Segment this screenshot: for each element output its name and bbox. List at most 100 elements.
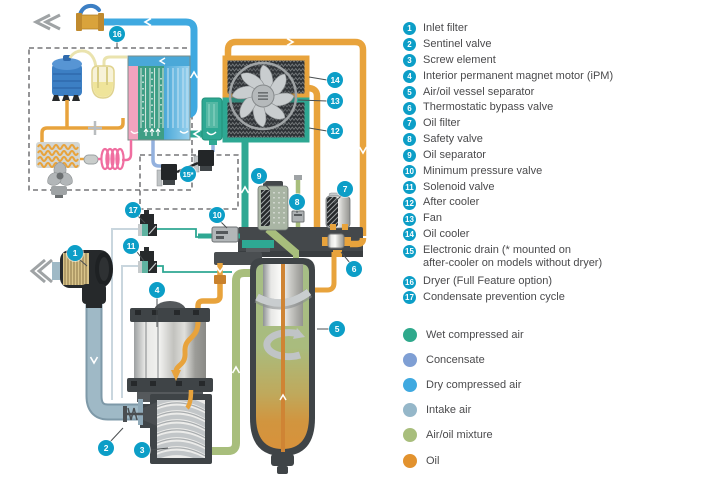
- flow-label: Oil: [426, 454, 440, 467]
- control-lines: [111, 228, 232, 400]
- legend-number-badge: 14: [403, 228, 416, 242]
- drain-boundary: [139, 154, 239, 210]
- solenoid-valve-17: [138, 210, 157, 236]
- callout-6: 6: [346, 261, 362, 277]
- callout-9: 9: [251, 168, 267, 184]
- refrigerant-tank: [52, 55, 82, 101]
- oil-feed-connector: [214, 275, 226, 284]
- flow-color-dot: [403, 428, 417, 443]
- manifold: [214, 225, 363, 265]
- callout-5: 5: [329, 321, 345, 337]
- legend-item: 14 Oil cooler: [403, 227, 613, 243]
- legend-number-badge: 4: [403, 69, 416, 83]
- flow-arrows: [89, 17, 368, 374]
- intake-pipe: [85, 304, 142, 421]
- legend-item: 13 Fan: [403, 211, 613, 227]
- callout-11: 11: [123, 238, 139, 254]
- legend-number-badge: 15: [403, 244, 416, 258]
- dryer-fan: [47, 161, 73, 198]
- inlet-filter: [52, 250, 113, 308]
- legend-item: 16 Dryer (Full Feature option): [403, 274, 613, 290]
- legend-item: 3 Screw element: [403, 53, 613, 69]
- callout-16: 16: [109, 26, 125, 42]
- legend-item: 11 Solenoid valve: [403, 179, 613, 195]
- flow-color-dot: [403, 403, 417, 418]
- legend-item-label: After cooler: [423, 196, 480, 209]
- legend-number-badge: 12: [403, 196, 416, 210]
- oil-feed-line: [195, 263, 223, 320]
- legend-item: 17 Condensate prevention cycle: [403, 290, 613, 306]
- electronic-drain-1: [156, 164, 177, 187]
- thermostatic-bypass-valve: [322, 233, 367, 257]
- separator-vessel: [250, 258, 315, 474]
- condenser-coil: [36, 142, 80, 168]
- flow-label: Concensate: [426, 353, 485, 366]
- legend-number-badge: 5: [403, 85, 416, 99]
- legend-number-badge: 17: [403, 291, 416, 305]
- callout-14: 14: [327, 72, 343, 88]
- legend-item-label: Thermostatic bypass valve: [423, 101, 554, 114]
- flow-label: Dry compressed air: [426, 378, 522, 391]
- flow-legend-item: Oil: [403, 448, 524, 473]
- filter-capsule: [80, 154, 102, 165]
- sentinel-valve: [123, 399, 157, 426]
- legend-item: 8 Safety valve: [403, 132, 613, 148]
- callout-10: 10: [209, 207, 225, 223]
- callout-13: 13: [327, 93, 343, 109]
- legend-item: 1 Inlet filter: [403, 21, 613, 37]
- pink-coil: [100, 140, 133, 171]
- legend-item-label: Fan: [423, 212, 442, 225]
- legend-item-label: Sentinel valve: [423, 38, 492, 51]
- legend-item-label: Safety valve: [423, 133, 483, 146]
- legend-item-label: Solenoid valve: [423, 180, 495, 193]
- flow-legend-item: Intake air: [403, 398, 524, 423]
- legend-number-badge: 16: [403, 275, 416, 289]
- callout-1: 1: [67, 245, 83, 261]
- cooling-fan: [228, 61, 298, 131]
- legend-item: 10 Minimum pressure valve: [403, 164, 613, 180]
- legend-number-badge: 11: [403, 180, 416, 194]
- legend-item: 2 Sentinel valve: [403, 37, 613, 53]
- legend-number-badge: 13: [403, 212, 416, 226]
- component-legend: 1 Inlet filter 2 Sentinel valve 3 Screw …: [403, 21, 613, 306]
- minimum-pressure-valve: [198, 226, 240, 243]
- flow-label: Intake air: [426, 404, 472, 417]
- oil-swirl: [171, 321, 201, 381]
- flow-legend-item: Concensate: [403, 347, 524, 372]
- legend-item-label: Minimum pressure valve: [423, 164, 543, 177]
- flow-legend-item: Wet compressed air: [403, 322, 524, 347]
- legend-item: 15 Electronic drain (* mounted on after-…: [403, 243, 613, 274]
- legend-item-label: Inlet filter: [423, 22, 468, 35]
- legend-item-label: Dryer (Full Feature option): [423, 275, 552, 288]
- refrigerant-lines: [40, 49, 127, 142]
- legend-item: 6 Thermostatic bypass valve: [403, 100, 613, 116]
- motor: [127, 301, 213, 402]
- callout-8: 8: [289, 194, 305, 210]
- legend-number-badge: 3: [403, 54, 416, 68]
- screw-element: [140, 394, 212, 464]
- legend-item-label: Interior permanent magnet motor (iPM): [423, 69, 614, 82]
- legend-item-label: Electronic drain (* mounted on: [423, 243, 571, 256]
- flask: [91, 65, 115, 99]
- flow-color-dot: [403, 377, 417, 392]
- callout-2: 2: [98, 440, 114, 456]
- legend-number-badge: 8: [403, 133, 416, 147]
- legend-item: 4 Interior permanent magnet motor (iPM): [403, 69, 613, 85]
- flow-legend-item: Air/oil mixture: [403, 423, 524, 448]
- legend-item-label: Oil filter: [423, 117, 461, 130]
- legend-item: 5 Air/oil vessel separator: [403, 84, 613, 100]
- oil-filter: [325, 192, 351, 230]
- callout-4: 4: [149, 282, 165, 298]
- leader-lines: [78, 42, 351, 451]
- callout-17: 17: [125, 202, 141, 218]
- moisture-separator: [201, 97, 223, 145]
- callout-12: 12: [327, 123, 343, 139]
- flow-legend: Wet compressed air Concensate Dry compre…: [403, 322, 524, 473]
- legend-number-badge: 1: [403, 22, 416, 36]
- dryer-boundary: [28, 47, 239, 210]
- flow-color-dot: [403, 327, 417, 342]
- expansion-valve-icon: [88, 121, 102, 135]
- legend-item-label: Oil separator: [423, 148, 486, 161]
- outlet-valve: [76, 3, 104, 31]
